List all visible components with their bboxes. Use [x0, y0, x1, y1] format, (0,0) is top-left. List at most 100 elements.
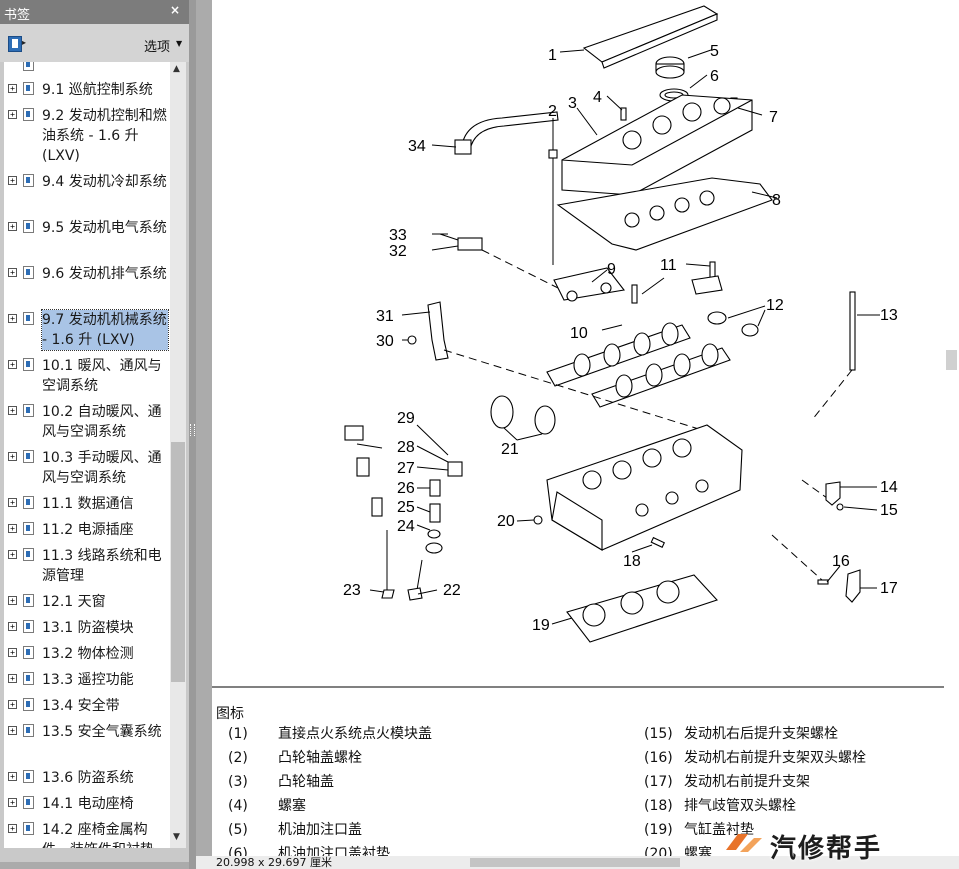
close-icon[interactable]: × [170, 3, 181, 17]
expand-icon[interactable]: + [8, 406, 17, 415]
page-bookmark-icon [23, 312, 34, 325]
callout-label: 20 [497, 513, 515, 530]
legend-text: 发动机右前提升支架 [684, 774, 810, 790]
callout-label: 26 [397, 480, 415, 497]
scrollbar-thumb[interactable] [171, 442, 185, 682]
expand-icon[interactable]: + [8, 648, 17, 657]
chevron-down-icon[interactable]: ▸ [22, 38, 27, 47]
page-bookmark-icon [23, 82, 34, 95]
bookmark-label[interactable]: 13.2 物体检测 [42, 646, 134, 662]
page-bookmark-icon [23, 266, 34, 279]
watermark-text: 汽修帮手 [770, 834, 883, 864]
expand-icon[interactable]: + [8, 550, 17, 559]
expand-icon[interactable]: + [8, 222, 17, 231]
bookmark-label[interactable]: 9.2 发动机控制和燃油系统 - 1.6 升 (LXV) [42, 108, 167, 164]
legend-number: (2) [228, 750, 248, 766]
document-vertical-scrollbar[interactable] [944, 0, 959, 856]
callout-label: 14 [880, 479, 898, 496]
callout-label: 3 [568, 95, 577, 112]
engine-exploded-diagram: 1 2 3 4 5 6 7 8 9 10 11 12 13 14 15 16 1… [212, 5, 944, 688]
legend-number: (6) [228, 846, 248, 856]
callout-label: 33 [389, 227, 407, 244]
bookmark-label[interactable]: 13.3 遥控功能 [42, 672, 134, 688]
expand-icon[interactable]: + [8, 726, 17, 735]
expand-icon[interactable]: + [8, 452, 17, 461]
horizontal-scrollbar-thumb[interactable] [470, 858, 680, 867]
bookmark-label[interactable]: 10.3 手动暖风、通风与空调系统 [42, 450, 162, 486]
scroll-down-icon[interactable]: ▼ [173, 832, 180, 842]
expand-icon[interactable]: + [8, 596, 17, 605]
expand-icon[interactable]: + [8, 314, 17, 323]
legend-number: (20) [644, 846, 673, 856]
page-bookmark-icon [23, 404, 34, 417]
legend-text: 直接点火系统点火模块盖 [278, 726, 432, 742]
panel-splitter[interactable] [189, 0, 196, 869]
scroll-up-icon[interactable]: ▲ [173, 64, 180, 74]
scrollbar-thumb[interactable] [946, 350, 957, 370]
chevron-down-icon[interactable]: ▼ [176, 39, 183, 48]
legend-number: (3) [228, 774, 248, 790]
page-bookmark-icon [23, 108, 34, 121]
bookmarks-panel: 书签 × ▸ 选项 ▼ 用户控制系统 +9.1 巡航控制系统 +9.2 发动机控制和… [0, 0, 192, 862]
bookmark-label[interactable]: 11.1 数据通信 [42, 496, 134, 512]
legend-text: 排气歧管双头螺栓 [684, 798, 796, 814]
expand-icon[interactable]: + [8, 824, 17, 833]
expand-icon[interactable]: + [8, 360, 17, 369]
expand-icon[interactable]: + [8, 622, 17, 631]
callout-label: 11 [660, 257, 677, 274]
page-bookmark-icon [23, 594, 34, 607]
expand-icon[interactable]: + [8, 498, 17, 507]
page-bookmark-icon [23, 548, 34, 561]
expand-icon[interactable]: + [8, 674, 17, 683]
bookmark-label[interactable]: 13.5 安全气囊系统 [42, 724, 162, 740]
callout-label: 7 [769, 109, 778, 126]
bookmark-label[interactable]: 13.1 防盗模块 [42, 620, 134, 636]
expand-icon[interactable]: + [8, 524, 17, 533]
callout-label: 8 [772, 192, 781, 209]
expand-icon[interactable]: + [8, 268, 17, 277]
bookmarks-header: 书签 × [0, 0, 192, 24]
expand-icon[interactable]: + [8, 700, 17, 709]
legend-number: (18) [644, 798, 673, 814]
expand-icon[interactable]: + [8, 84, 17, 93]
bookmark-label[interactable]: 10.1 暖风、通风与空调系统 [42, 358, 162, 394]
callout-label: 10 [570, 325, 588, 342]
bookmarks-title: 书签 [4, 8, 31, 23]
bookmark-label[interactable]: 10.2 自动暖风、通风与空调系统 [42, 404, 162, 440]
callout-label: 17 [880, 580, 898, 597]
callout-label: 31 [376, 308, 394, 325]
legend-number: (19) [644, 822, 673, 838]
callout-label: 24 [397, 518, 415, 535]
bookmark-label[interactable]: 9.5 发动机电气系统 [42, 220, 167, 236]
legend-title: 图标 [216, 706, 244, 722]
bookmarks-scrollbar[interactable]: ▲ ▼ [170, 62, 186, 848]
page-bookmark-icon [23, 620, 34, 633]
page-bookmark-icon [23, 796, 34, 809]
expand-icon[interactable]: + [8, 110, 17, 119]
expand-icon[interactable]: + [8, 798, 17, 807]
callout-label: 1 [548, 47, 557, 64]
bookmark-label[interactable]: 用户控制系统 [42, 62, 168, 66]
callout-label: 2 [548, 103, 557, 120]
bookmark-label[interactable]: 11.2 电源插座 [42, 522, 134, 538]
bookmark-label[interactable]: 9.4 发动机冷却系统 [42, 174, 167, 190]
page-bookmark-icon [23, 174, 34, 187]
bookmark-label[interactable]: 13.4 安全带 [42, 698, 120, 714]
bookmark-label[interactable]: 14.1 电动座椅 [42, 796, 134, 812]
bookmark-icon[interactable] [8, 36, 22, 52]
bookmark-label[interactable]: 9.6 发动机排气系统 [42, 266, 167, 282]
expand-icon[interactable]: + [8, 772, 17, 781]
bookmark-label[interactable]: 9.7 发动机机械系统 - 1.6 升 (LXV) [41, 309, 169, 351]
expand-icon[interactable]: + [8, 176, 17, 185]
options-button[interactable]: 选项 [144, 40, 171, 55]
legend-text: 气缸盖衬垫 [684, 822, 754, 838]
bookmark-label[interactable]: 13.6 防盗系统 [42, 770, 134, 786]
bookmark-label[interactable]: 11.3 线路系统和电源管理 [42, 548, 162, 584]
bookmark-label[interactable]: 14.2 座椅金属构件、装饰件和衬垫 [42, 822, 154, 848]
bookmark-label[interactable]: 12.1 天窗 [42, 594, 106, 610]
bookmark-label[interactable]: 9.1 巡航控制系统 [42, 82, 153, 98]
callout-label: 12 [766, 297, 784, 314]
page-bookmark-icon [23, 698, 34, 711]
callout-label: 16 [832, 553, 850, 570]
